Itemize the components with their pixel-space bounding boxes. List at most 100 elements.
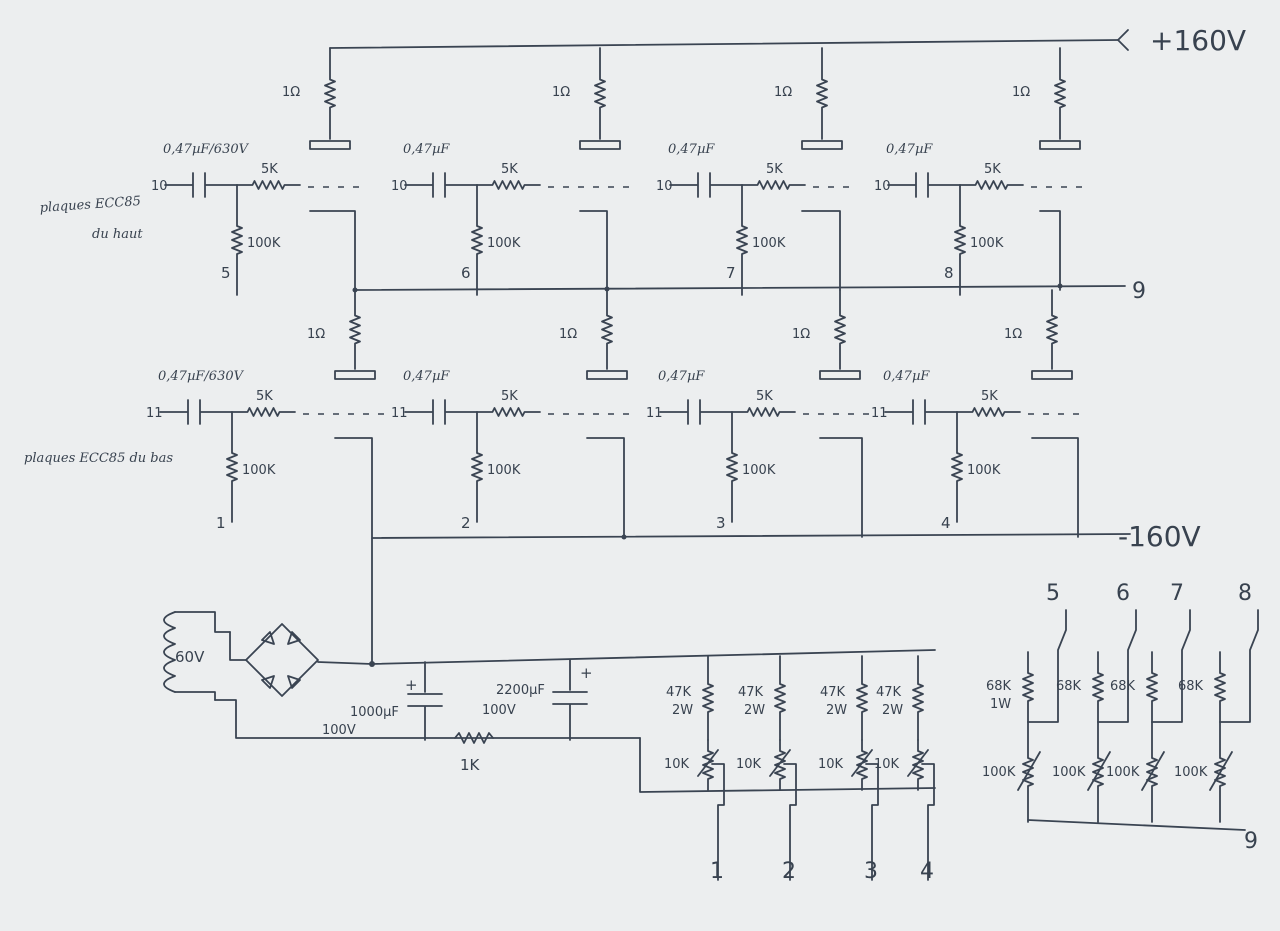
lower_stages-stage-4: 11 0,47µF 5K 100K 1Ω 4 — [871, 289, 1082, 538]
bias-high-common — [1027, 819, 1246, 831]
lower_stages-series-4: 5K — [981, 389, 998, 404]
bias-low-r-4: 47K — [876, 685, 902, 700]
bias-high-out-9: 9 — [1244, 829, 1258, 854]
lower_stages-cap-1: 0,47µF/630V — [158, 369, 245, 384]
upper_stages-node-2: 6 — [461, 264, 471, 282]
upper_stages-shunt-3: 100K — [752, 236, 786, 251]
upper_stages-shunt-4: 100K — [970, 236, 1004, 251]
lower_stages-input-1: 11 — [146, 406, 163, 421]
bias-return-line — [639, 737, 936, 793]
lower_stages-anode-4: 1Ω — [1004, 327, 1022, 342]
lower_stages-node-2: 2 — [461, 514, 471, 532]
filter-cap-1000-voltage: 100V — [322, 723, 356, 738]
bias-high-pot-3: 100K — [1106, 765, 1140, 780]
upper_stages-series-2: 5K — [501, 162, 518, 177]
bias-high-node-2: 6 — [1116, 581, 1130, 606]
upper_stages-node-4: 8 — [944, 264, 954, 282]
bias-low-r-3: 47K — [820, 685, 846, 700]
upper_stages-anode-2: 1Ω — [552, 85, 570, 100]
upper_stages-cap-3: 0,47µF — [668, 142, 715, 157]
upper_stages-cap-2: 0,47µF — [403, 142, 450, 157]
lower-stages: 110,47µF/630V5K100K1Ω1110,47µF5K100K1Ω21… — [146, 289, 1082, 538]
bias-high-pot-2: 100K — [1052, 765, 1086, 780]
upper_stages-input-1: 10 — [151, 179, 168, 194]
bias-low-out-2: 2 — [782, 859, 796, 884]
lower_stages-node-1: 1 — [216, 514, 226, 532]
lower_stages-cap-2: 0,47µF — [403, 369, 450, 384]
bias-low-pot-4: 10K — [874, 757, 900, 772]
bias-high-pot-1: 100K — [982, 765, 1016, 780]
plus-160v-label: +160V — [1150, 24, 1246, 57]
filter-cap-2200-value: 2200µF — [496, 683, 545, 698]
plaques-top-label-2: du haut — [92, 227, 143, 242]
lower_stages-series-3: 5K — [756, 389, 773, 404]
upper-stages: 100,47µF/630V5K100K1Ω5100,47µF5K100K1Ω61… — [151, 47, 1090, 296]
bias-high-r-3: 68K — [1110, 679, 1136, 694]
bias-high-r-4: 68K — [1178, 679, 1204, 694]
plus-160v-rail — [329, 29, 1129, 51]
lower_stages-shunt-4: 100K — [967, 463, 1001, 478]
upper_stages-node-3: 7 — [726, 264, 736, 282]
bias-high-networks: 9 68K 1W 100K 5 68K 100K 6 68K 100K 7 68K 100K 8 — [982, 581, 1259, 854]
bias-low-out-1: 1 — [710, 859, 724, 884]
upper_stages-series-3: 5K — [766, 162, 783, 177]
lower_stages-anode-2: 1Ω — [559, 327, 577, 342]
lower_stages-input-3: 11 — [646, 406, 663, 421]
bias-low-power-3: 2W — [826, 703, 847, 718]
out-9-label: 9 — [1132, 279, 1146, 304]
bias-high-node-4: 8 — [1238, 581, 1252, 606]
bias-low-3: 47K 2W 10K 3 — [818, 655, 879, 884]
upper_stages-input-4: 10 — [874, 179, 891, 194]
lower_stages-shunt-1: 100K — [242, 463, 276, 478]
upper_stages-series-4: 5K — [984, 162, 1001, 177]
filter-cap-1000 — [407, 661, 443, 741]
upper_stages-cap-4: 0,47µF — [886, 142, 933, 157]
upper_stages-shunt-2: 100K — [487, 236, 521, 251]
bias-high-pot-4: 100K — [1174, 765, 1208, 780]
upper_stages-series-1: 5K — [261, 162, 278, 177]
filter-cap-2200-plus: + — [580, 664, 593, 682]
bias-low-r-1: 47K — [666, 685, 692, 700]
upper_stages-shunt-1: 100K — [247, 236, 281, 251]
filter-cap-2200 — [552, 659, 588, 741]
bias-high-node-3: 7 — [1170, 581, 1184, 606]
upper_stages-cap-1: 0,47µF/630V — [163, 142, 250, 157]
lower_stages-input-4: 11 — [871, 406, 888, 421]
bias-high-r-1: 68K — [986, 679, 1012, 694]
bias-low-out-4: 4 — [920, 859, 934, 884]
lower_stages-node-4: 4 — [941, 514, 951, 532]
bias-high-node-1: 5 — [1046, 581, 1060, 606]
bias-low-1: 47K 2W 10K 1 — [664, 655, 725, 884]
mid-common-line — [352, 283, 1126, 293]
bias-high-4: 68K 100K 8 — [1174, 581, 1259, 823]
bridge-rectifier — [214, 623, 641, 739]
lower_stages-cap-4: 0,47µF — [883, 369, 930, 384]
plaques-top-label-1: plaques ECC85 — [39, 194, 141, 216]
resistor-1k-label: 1K — [460, 756, 481, 774]
bias-low-out-3: 3 — [864, 859, 878, 884]
bias-high-3: 68K 100K 7 — [1106, 581, 1191, 823]
bias-low-pot-3: 10K — [818, 757, 844, 772]
bias-high-r-2: 68K — [1056, 679, 1082, 694]
minus-160v-rail — [371, 533, 1131, 540]
resistor-1k — [454, 732, 494, 744]
bias-low-pot-1: 10K — [664, 757, 690, 772]
transformer — [163, 611, 231, 701]
bias-high-power-1: 1W — [990, 697, 1011, 712]
bias-low-power-1: 2W — [672, 703, 693, 718]
lower_stages-input-2: 11 — [391, 406, 408, 421]
plaques-bottom-label: plaques ECC85 du bas — [24, 451, 173, 466]
upper_stages-input-3: 10 — [656, 179, 673, 194]
filter-cap-1000-value: 1000µF — [350, 705, 399, 720]
upper_stages-node-1: 5 — [221, 264, 231, 282]
